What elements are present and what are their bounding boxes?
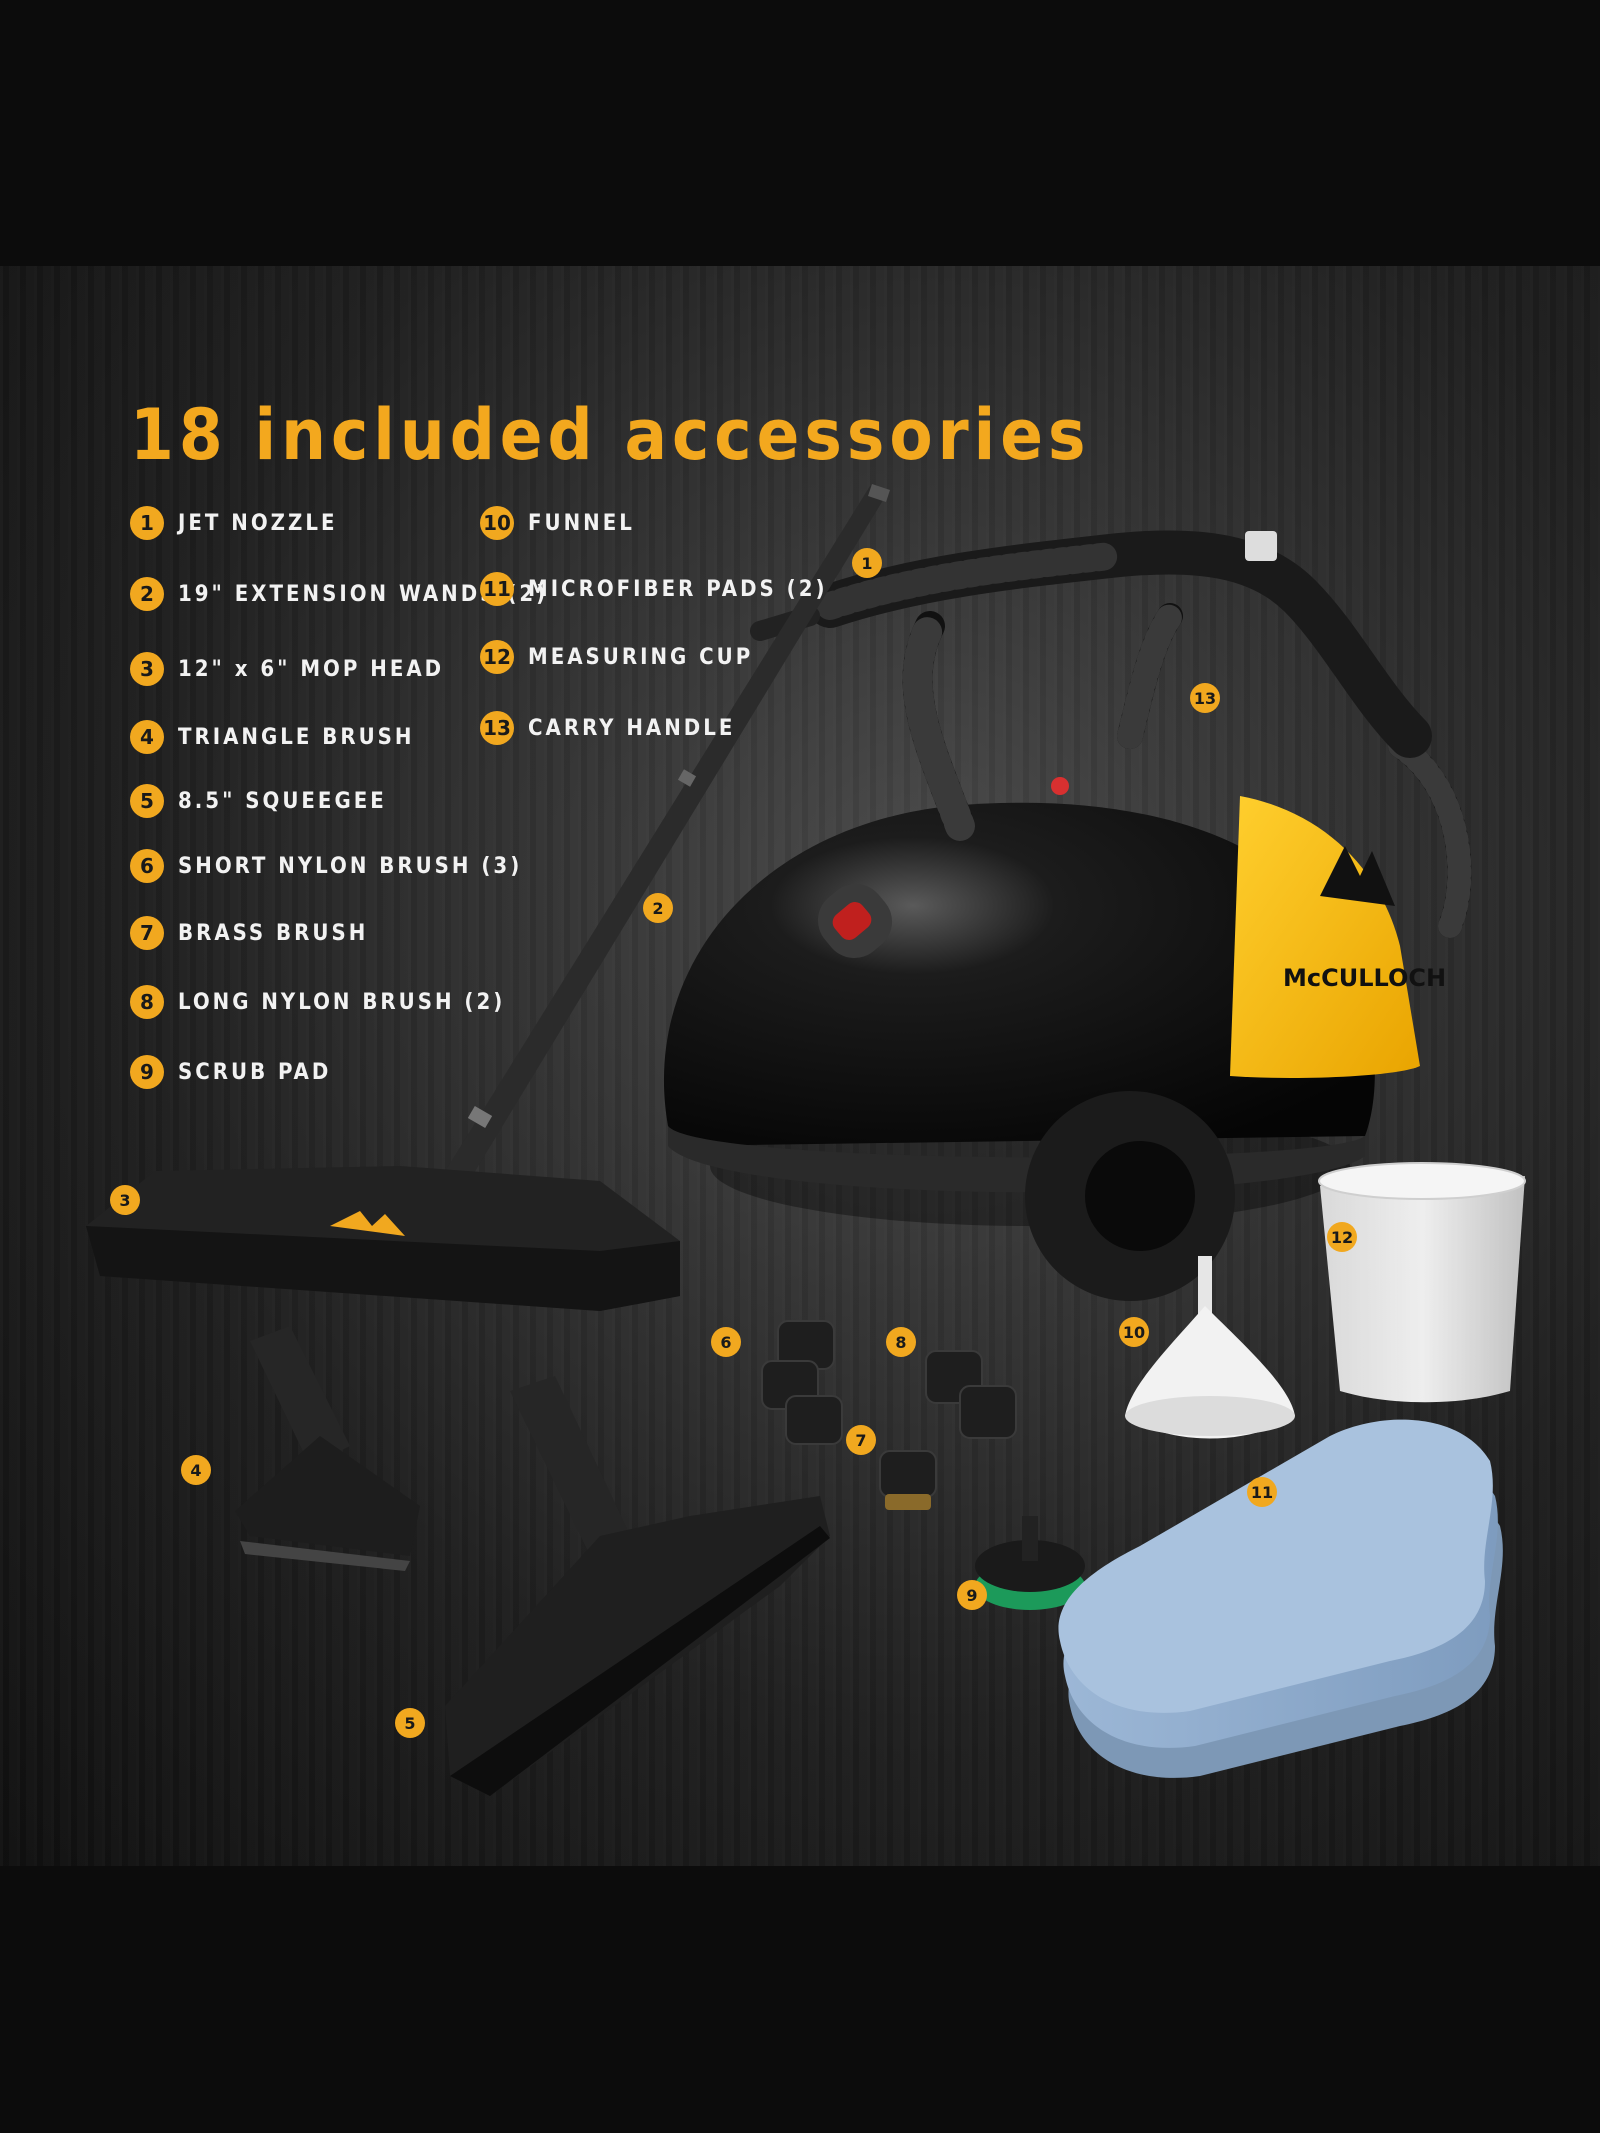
product-illustration: McCULLOCH <box>86 484 1526 1796</box>
accessory-item: 5 8.5" SQUEEGEE <box>130 784 387 818</box>
callout-scrub-pad: 9 <box>957 1580 987 1610</box>
hose-and-handle <box>750 530 1472 938</box>
accessory-item: 3 12" x 6" MOP HEAD <box>130 652 444 686</box>
callout-short-nylon-brush: 6 <box>711 1327 741 1357</box>
scrub-pad-art <box>975 1516 1085 1610</box>
accessory-number: 1 <box>130 506 164 540</box>
accessory-label: LONG NYLON BRUSH (2) <box>178 989 506 1015</box>
squeegee-art <box>445 1376 830 1796</box>
accessory-label: TRIANGLE BRUSH <box>178 724 415 750</box>
accessory-label: CARRY HANDLE <box>528 715 736 741</box>
triangle-brush-art <box>235 1326 420 1571</box>
top-letterbox <box>0 0 1600 266</box>
accessory-number: 13 <box>480 711 514 745</box>
accessory-item: 11 MICROFIBER PADS (2) <box>480 572 828 606</box>
callout-extension-wands: 2 <box>643 893 673 923</box>
accessory-number: 6 <box>130 849 164 883</box>
accessory-label: JET NOZZLE <box>178 510 338 536</box>
accessory-item: 10 FUNNEL <box>480 506 635 540</box>
accessory-label: SCRUB PAD <box>178 1059 332 1085</box>
callout-microfiber-pads: 11 <box>1247 1477 1277 1507</box>
callout-mop-head: 3 <box>110 1185 140 1215</box>
accessory-item: 12 MEASURING CUP <box>480 640 753 674</box>
callout-funnel: 10 <box>1119 1317 1149 1347</box>
accessory-label: BRASS BRUSH <box>178 920 369 946</box>
accessory-number: 4 <box>130 720 164 754</box>
callout-measuring-cup: 12 <box>1327 1222 1357 1252</box>
accessory-number: 8 <box>130 985 164 1019</box>
microfiber-pads-art <box>1058 1419 1503 1778</box>
callout-triangle-brush: 4 <box>181 1455 211 1485</box>
accessory-label: FUNNEL <box>528 510 635 536</box>
accessory-number: 7 <box>130 916 164 950</box>
steam-cleaner-body: McCULLOCH <box>663 777 1446 1301</box>
accessory-label: 12" x 6" MOP HEAD <box>178 656 445 682</box>
accessory-number: 2 <box>130 577 164 611</box>
measuring-cup-art <box>1318 1162 1526 1403</box>
accessory-item: 13 CARRY HANDLE <box>480 711 735 745</box>
accessory-item: 7 BRASS BRUSH <box>130 916 368 950</box>
extension-wand <box>436 484 890 1196</box>
funnel-art <box>1125 1256 1295 1439</box>
accessory-number: 10 <box>480 506 514 540</box>
callout-jet-nozzle: 1 <box>852 548 882 578</box>
accessory-item: 6 SHORT NYLON BRUSH (3) <box>130 849 522 883</box>
accessory-item: 8 LONG NYLON BRUSH (2) <box>130 985 505 1019</box>
accessory-number: 5 <box>130 784 164 818</box>
accessory-number: 9 <box>130 1055 164 1089</box>
brand-logo-text: McCULLOCH <box>1283 964 1446 992</box>
accessory-label: MICROFIBER PADS (2) <box>528 576 828 602</box>
accessory-item: 4 TRIANGLE BRUSH <box>130 720 414 754</box>
mop-head <box>86 1166 680 1311</box>
accessory-number: 12 <box>480 640 514 674</box>
callout-squeegee: 5 <box>395 1708 425 1738</box>
bottom-letterbox <box>0 1866 1600 2133</box>
accessory-label: SHORT NYLON BRUSH (3) <box>178 853 523 879</box>
accessory-number: 3 <box>130 652 164 686</box>
nylon-brushes-art <box>761 1320 1017 1510</box>
page-title: 18 included accessories <box>130 394 1091 476</box>
product-panel: McCULLOCH <box>0 266 1600 1866</box>
accessory-item: 1 JET NOZZLE <box>130 506 338 540</box>
accessory-item: 9 SCRUB PAD <box>130 1055 331 1089</box>
callout-brass-brush: 7 <box>846 1425 876 1455</box>
callout-carry-handle: 13 <box>1190 683 1220 713</box>
accessory-label: 8.5" SQUEEGEE <box>178 788 387 814</box>
accessory-number: 11 <box>480 572 514 606</box>
callout-long-nylon-brush: 8 <box>886 1327 916 1357</box>
accessory-label: MEASURING CUP <box>528 644 754 670</box>
